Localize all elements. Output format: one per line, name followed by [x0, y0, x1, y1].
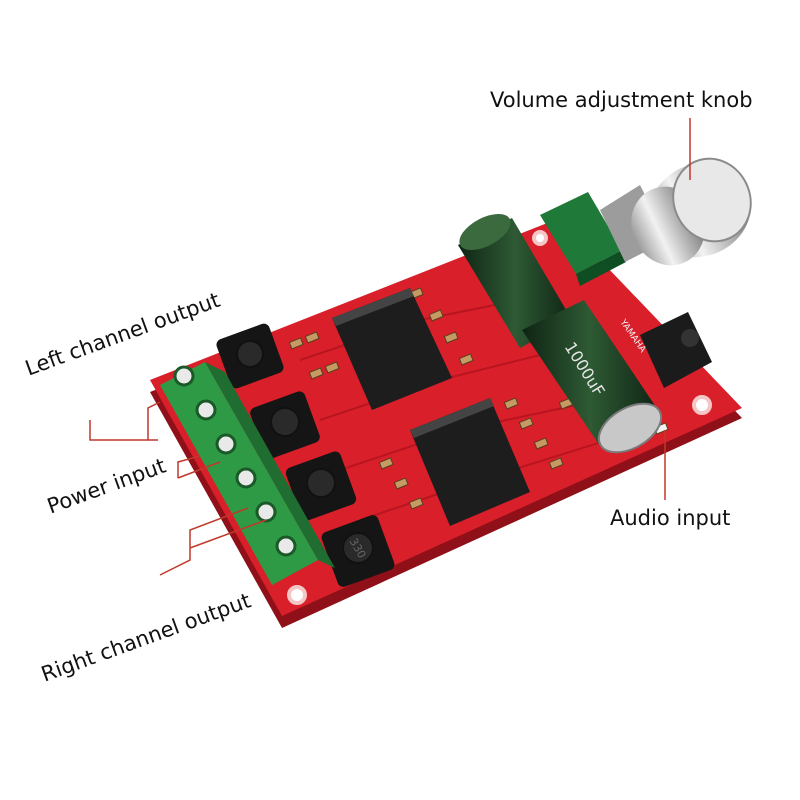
mounting-holes [287, 230, 712, 605]
amplifier-ic-top [332, 288, 452, 410]
volume-knob-label: Volume adjustment knob [490, 88, 753, 112]
potentiometer [540, 192, 626, 286]
amplifier-ic-bottom [410, 398, 530, 526]
inductors: 330 [216, 323, 395, 587]
volume-knob [600, 157, 752, 266]
capacitor-main: 1000uF [522, 300, 663, 454]
callout-lines [89, 118, 691, 576]
capacitor-top [458, 213, 572, 348]
audio-input-label: Audio input [610, 506, 731, 530]
screw-terminal-block [160, 362, 335, 585]
